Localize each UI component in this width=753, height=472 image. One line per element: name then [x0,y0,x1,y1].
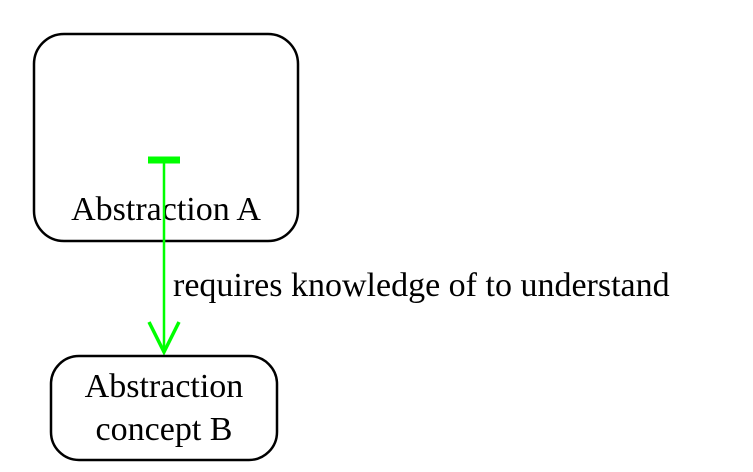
node-abstraction-a-label: Abstraction A [71,191,261,228]
node-abstraction-a: Abstraction A [32,32,300,243]
node-abstraction-b: Abstraction concept B [49,354,279,462]
edge-label: requires knowledge of to understand [173,267,670,304]
node-abstraction-b-label-line-2: concept B [96,411,233,448]
node-abstraction-b-box [49,354,279,462]
edge-requires-knowledge: requires knowledge of to understand [147,156,670,356]
edge-arrowhead [147,321,181,356]
node-abstraction-b-label-line-1: Abstraction [85,368,244,405]
node-abstraction-a-box [32,32,300,243]
